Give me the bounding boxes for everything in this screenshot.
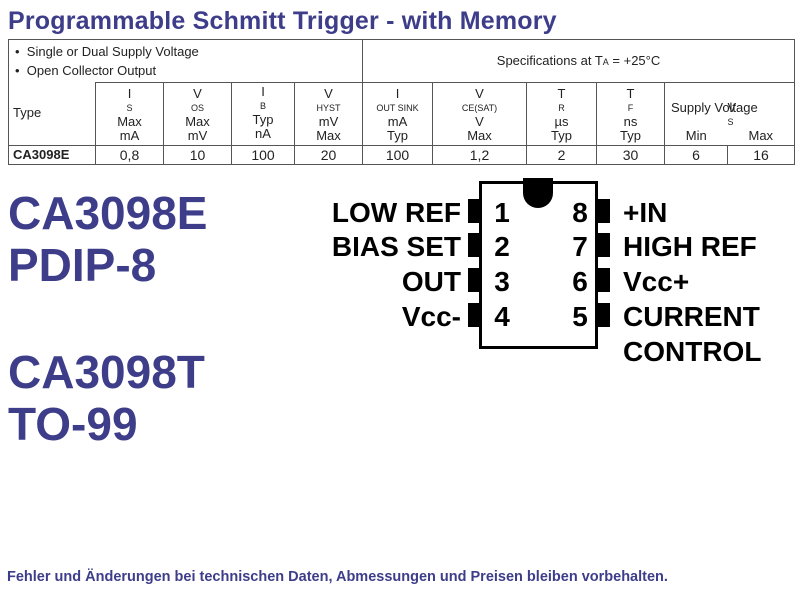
pin-7-lead [598, 233, 610, 257]
ic-body [479, 181, 598, 349]
table-row: CA3098E 0,8 10 100 20 100 1,2 2 30 6 16 [8, 145, 796, 165]
spec-conditions: Specifications at TA = +25°C [361, 39, 796, 83]
footer-disclaimer: Fehler und Änderungen bei technischen Da… [7, 569, 668, 585]
cell-vhyst: 20 [294, 145, 363, 165]
pin-number: 1 [494, 197, 510, 228]
pin-label-left: Vcc- [401, 301, 461, 332]
package-part-2: CA3098T [8, 346, 205, 398]
cell-vce: 1,2 [432, 145, 527, 165]
col-type-header: Type [8, 82, 96, 146]
pin-number: 3 [494, 266, 510, 297]
col-supply-min-header: Supply Voltage Min [664, 82, 758, 146]
cell-is: 0,8 [95, 145, 164, 165]
cell-tf: 30 [596, 145, 665, 165]
pin-5-lead [598, 303, 610, 327]
pin-number: 6 [572, 266, 588, 297]
pin-label-right: Vcc+ [623, 266, 690, 297]
package-type-2: TO-99 [8, 398, 138, 450]
pin-number: 8 [572, 197, 588, 228]
pin-6-lead [598, 268, 610, 292]
pin-number: 4 [494, 301, 510, 332]
spec-table: • Single or Dual Supply Voltage • Open C… [8, 39, 796, 165]
pin-label-right-cont: CONTROL [623, 336, 762, 367]
pin-number: 2 [494, 231, 510, 262]
pin-number: 5 [572, 301, 588, 332]
pin-label-left: LOW REF [331, 197, 461, 228]
cell-vmin: 6 [664, 145, 728, 165]
feature-item: • Single or Dual Supply Voltage [15, 44, 199, 59]
pin-label-right: +IN [623, 197, 668, 228]
cell-vos: 10 [163, 145, 232, 165]
pin-3-lead [468, 268, 480, 292]
ic-notch [523, 178, 553, 208]
pin-label-right: CURRENT [623, 301, 760, 332]
pin-label-left: BIAS SET [331, 231, 461, 262]
pin-8-lead [598, 199, 610, 223]
feature-item: • Open Collector Output [15, 63, 157, 78]
feature-list: • Single or Dual Supply Voltage • Open C… [8, 39, 363, 83]
pin-label-left: OUT [401, 266, 461, 297]
package-part-1: CA3098E [8, 187, 208, 239]
page-title: Programmable Schmitt Trigger - with Memo… [8, 7, 557, 35]
pin-number: 7 [572, 231, 588, 262]
pin-label-right: HIGH REF [623, 231, 757, 262]
cell-ib: 100 [231, 145, 295, 165]
cell-vmax: 16 [726, 145, 796, 165]
pin-4-lead [468, 303, 480, 327]
cell-part: CA3098E [8, 145, 96, 165]
pin-1-lead [468, 199, 480, 223]
package-type-1: PDIP-8 [8, 239, 157, 291]
pin-2-lead [468, 233, 480, 257]
cell-tr: 2 [526, 145, 597, 165]
cell-iout: 100 [362, 145, 433, 165]
